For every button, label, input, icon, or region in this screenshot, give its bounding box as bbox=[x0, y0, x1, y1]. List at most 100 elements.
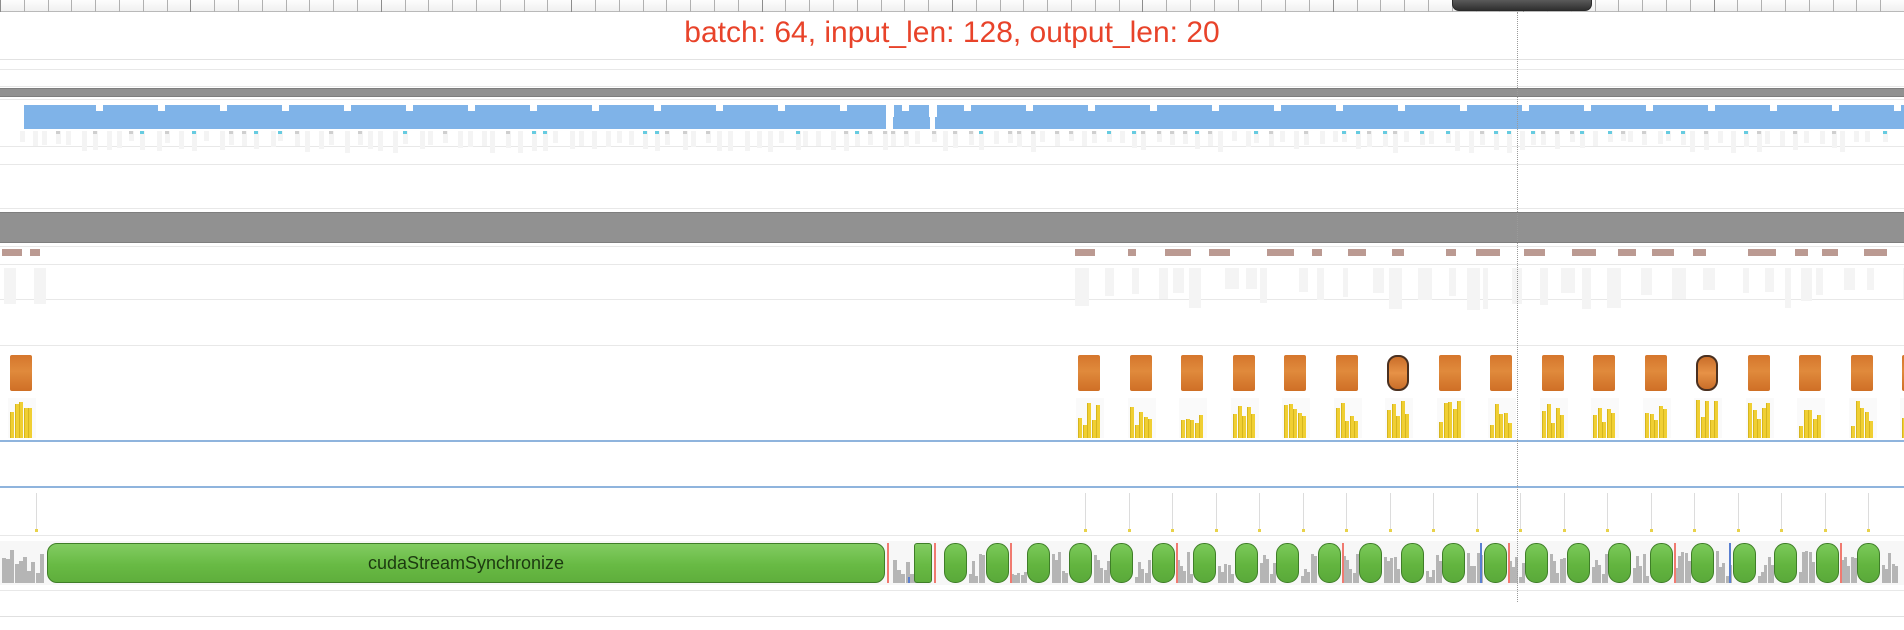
kernel-tick-column bbox=[1054, 131, 1060, 146]
kernel-tick-column bbox=[628, 131, 634, 146]
api-call-block[interactable] bbox=[1567, 543, 1590, 583]
api-call-block[interactable] bbox=[1027, 543, 1050, 583]
histogram-bar bbox=[1181, 419, 1185, 438]
kernel-gap-notch bbox=[654, 105, 661, 111]
kernel-activity-segment[interactable] bbox=[893, 105, 930, 129]
api-highlight-segment[interactable] bbox=[1524, 249, 1545, 256]
histogram-bar bbox=[1237, 405, 1242, 438]
ruler-tick bbox=[1333, 0, 1334, 12]
histogram-bar bbox=[1654, 420, 1659, 438]
api-highlight-segment[interactable] bbox=[1446, 249, 1456, 256]
api-highlight-segment[interactable] bbox=[1312, 249, 1322, 256]
api-highlight-segment[interactable] bbox=[1476, 249, 1500, 256]
nvtx-range-block[interactable] bbox=[1233, 355, 1255, 391]
memory-summary-bar[interactable] bbox=[0, 212, 1904, 243]
nvtx-range-block[interactable] bbox=[10, 355, 32, 391]
nvtx-range-block[interactable] bbox=[1542, 355, 1564, 391]
api-call-block[interactable] bbox=[1484, 543, 1507, 583]
kernel-tick-column bbox=[1140, 131, 1146, 151]
api-highlight-segment[interactable] bbox=[1618, 249, 1636, 256]
nvtx-range-block[interactable] bbox=[1181, 355, 1203, 391]
kernel-gap-notch bbox=[158, 105, 165, 111]
nvtx-range-block[interactable] bbox=[1490, 355, 1512, 391]
api-highlight-segment[interactable] bbox=[1075, 249, 1095, 256]
api-highlight-segment[interactable] bbox=[1392, 249, 1404, 256]
api-call-block[interactable] bbox=[1401, 543, 1424, 583]
api-call-block[interactable] bbox=[1110, 543, 1133, 583]
nvtx-range-block[interactable] bbox=[1851, 355, 1873, 391]
api-highlight-segment[interactable] bbox=[1267, 249, 1294, 256]
kernel-tick-column bbox=[329, 131, 335, 145]
kernel-activity-segment[interactable] bbox=[24, 105, 886, 129]
api-highlight-segment[interactable] bbox=[1748, 249, 1776, 256]
api-call-block[interactable] bbox=[1691, 543, 1714, 583]
kernel-tick-column bbox=[831, 131, 837, 150]
api-call-block[interactable] bbox=[1442, 543, 1465, 583]
api-call-block[interactable] bbox=[1608, 543, 1631, 583]
call-histogram-bar bbox=[1218, 565, 1221, 583]
cuda-stream-synchronize-block[interactable]: cudaStreamSynchronize bbox=[47, 543, 885, 583]
api-highlight-segment[interactable] bbox=[1128, 249, 1136, 256]
api-call-block[interactable] bbox=[1193, 543, 1216, 583]
api-call-block[interactable] bbox=[1733, 543, 1756, 583]
nvtx-range-block[interactable] bbox=[1696, 355, 1718, 391]
nvtx-range-block[interactable] bbox=[1336, 355, 1358, 391]
nvtx-range-block[interactable] bbox=[1078, 355, 1100, 391]
api-highlight-segment[interactable] bbox=[1348, 249, 1366, 256]
call-histogram-bar bbox=[1642, 553, 1646, 583]
api-call-block[interactable] bbox=[1318, 543, 1341, 583]
api-call-block[interactable] bbox=[1276, 543, 1299, 583]
histogram-bar bbox=[1803, 409, 1808, 438]
api-highlight-segment[interactable] bbox=[1209, 249, 1230, 256]
api-call-block[interactable] bbox=[1359, 543, 1382, 583]
call-boundary-marker bbox=[1176, 543, 1178, 583]
api-call-block[interactable] bbox=[944, 543, 967, 583]
api-call-block[interactable] bbox=[1857, 543, 1880, 583]
nvtx-range-block[interactable] bbox=[1439, 355, 1461, 391]
kernel-activity-segment[interactable] bbox=[935, 105, 1904, 129]
api-highlight-segment[interactable] bbox=[1572, 249, 1596, 256]
call-histogram-bar bbox=[1592, 566, 1595, 583]
api-highlight-segment[interactable] bbox=[1822, 249, 1838, 256]
kernel-gap-notch bbox=[1274, 105, 1281, 111]
ruler-tick bbox=[357, 0, 358, 12]
call-histogram-bar bbox=[1645, 576, 1649, 583]
api-call-block[interactable] bbox=[1774, 543, 1797, 583]
ruler-tick bbox=[1357, 0, 1358, 12]
api-highlight-segment[interactable] bbox=[1693, 249, 1706, 256]
api-call-block[interactable] bbox=[1816, 543, 1839, 583]
histogram-bar bbox=[1663, 408, 1668, 438]
api-call-block[interactable] bbox=[1235, 543, 1258, 583]
nvtx-range-block[interactable] bbox=[1645, 355, 1667, 391]
api-call-block[interactable] bbox=[1152, 543, 1175, 583]
api-highlight-segment[interactable] bbox=[1864, 249, 1887, 256]
ruler-tick bbox=[952, 0, 953, 12]
kernel-tick-column bbox=[1579, 131, 1585, 149]
kernel-tick-column bbox=[691, 131, 697, 147]
api-highlight-segment[interactable] bbox=[1652, 249, 1674, 256]
nvtx-range-block[interactable] bbox=[1748, 355, 1770, 391]
api-highlight-segment[interactable] bbox=[30, 249, 40, 256]
api-tick-column bbox=[1158, 268, 1169, 300]
nvtx-range-block[interactable] bbox=[1284, 355, 1306, 391]
timeline-scroll-handle[interactable] bbox=[1452, 0, 1592, 11]
nvtx-range-block[interactable] bbox=[1593, 355, 1615, 391]
nvtx-range-block[interactable] bbox=[1799, 355, 1821, 391]
api-call-block[interactable] bbox=[914, 543, 932, 583]
nvtx-range-block[interactable] bbox=[1130, 355, 1152, 391]
api-call-block[interactable] bbox=[1069, 543, 1092, 583]
kernel-summary-bar[interactable] bbox=[0, 88, 1904, 97]
call-histogram-bar bbox=[1473, 565, 1477, 583]
api-highlight-segment[interactable] bbox=[1795, 249, 1808, 256]
row-separator bbox=[0, 535, 1904, 536]
api-call-block[interactable] bbox=[1650, 543, 1673, 583]
api-call-block[interactable] bbox=[1525, 543, 1548, 583]
nvtx-range-block[interactable] bbox=[1902, 355, 1904, 391]
api-highlight-segment[interactable] bbox=[2, 249, 22, 256]
kernel-tick-column bbox=[1744, 131, 1750, 147]
api-highlight-segment[interactable] bbox=[1165, 249, 1191, 256]
timeline-ruler[interactable] bbox=[0, 0, 1904, 12]
api-call-block[interactable] bbox=[986, 543, 1009, 583]
nvtx-range-block[interactable] bbox=[1387, 355, 1409, 391]
